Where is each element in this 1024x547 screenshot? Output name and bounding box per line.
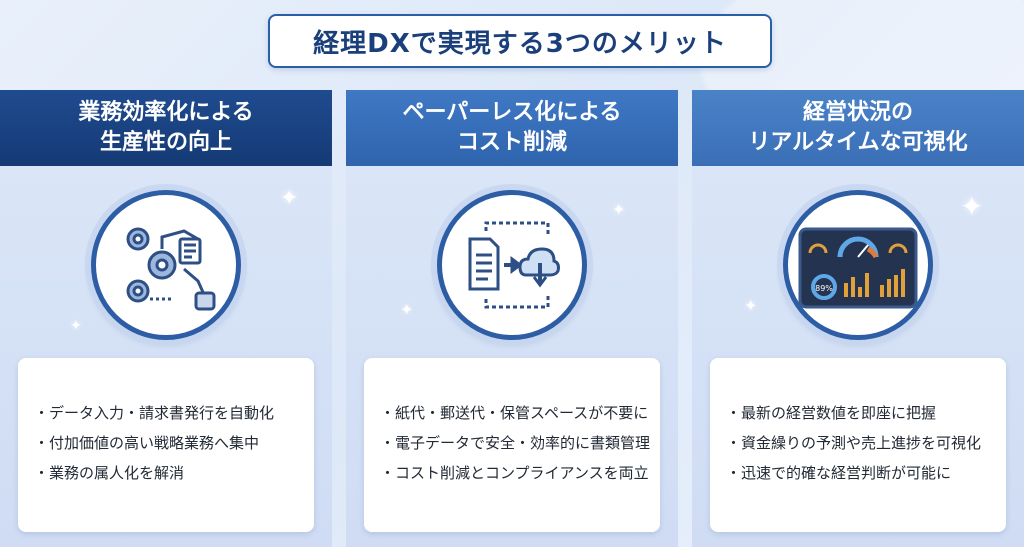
gears-robot-arm-icon xyxy=(126,227,216,311)
heading-line2: コスト削減 xyxy=(456,130,567,155)
sparkle-icon: ✦ xyxy=(970,490,996,525)
column-heading: ペーパーレス化による コスト削減 xyxy=(346,90,678,166)
heading-line1: ペーパーレス化による xyxy=(402,100,622,125)
document-to-cloud-icon xyxy=(468,221,560,309)
bullet-item: ・業務の属人化を解消 xyxy=(34,464,185,482)
icon-circle: 89% xyxy=(783,190,933,340)
benefit-card: ・最新の経営数値を即座に把握 ・資金繰りの予測や売上進捗を可視化 ・迅速で的確な… xyxy=(710,358,1006,532)
dashboard-icon: 89% xyxy=(798,227,918,309)
bullet-item: ・紙代・郵送代・保管スペースが不要に xyxy=(380,404,649,422)
column-heading: 業務効率化による 生産性の向上 xyxy=(0,90,332,166)
sparkle-icon: ✦ xyxy=(960,190,984,223)
bullet-item: ・迅速で的確な経営判断が可能に xyxy=(726,464,952,482)
heading-line1: 業務効率化による xyxy=(78,100,254,125)
sparkle-icon: ✦ xyxy=(280,186,299,211)
bullet-item: ・付加価値の高い戦略業務へ集中 xyxy=(34,434,260,452)
heading-line1: 経営状況の xyxy=(802,100,913,125)
column-visualization: 経営状況の リアルタイムな可視化 89% ・最新の経営数値を即座に把握 ・資金繰… xyxy=(692,90,1024,547)
bullet-item: ・コスト削減とコンプライアンスを両立 xyxy=(380,464,649,482)
column-efficiency: 業務効率化による 生産性の向上 ・データ入力・請求書発行を自動化 ・付加価値の高… xyxy=(0,90,332,547)
sparkle-icon: ✦ xyxy=(70,318,82,334)
column-cost-reduction: ペーパーレス化による コスト削減 ・紙代・郵送代・保管スペースが不要に ・電子デ… xyxy=(346,90,678,547)
bullet-item: ・電子データで安全・効率的に書類管理 xyxy=(380,434,651,452)
dashboard-percent: 89% xyxy=(815,284,833,293)
heading-line2: 生産性の向上 xyxy=(99,130,232,155)
icon-circle xyxy=(437,190,587,340)
sparkle-icon: ✦ xyxy=(400,300,414,319)
page-title: 経理DXで実現する3つのメリット xyxy=(313,28,727,59)
bullet-item: ・最新の経営数値を即座に把握 xyxy=(726,404,937,422)
sparkle-icon: ✦ xyxy=(612,200,626,219)
icon-circle xyxy=(91,190,241,340)
benefit-card: ・紙代・郵送代・保管スペースが不要に ・電子データで安全・効率的に書類管理 ・コ… xyxy=(364,358,660,532)
title-box: 経理DXで実現する3つのメリット xyxy=(268,14,772,68)
heading-line2: リアルタイムな可視化 xyxy=(748,130,968,155)
benefit-card: ・データ入力・請求書発行を自動化 ・付加価値の高い戦略業務へ集中 ・業務の属人化… xyxy=(18,358,314,532)
bullet-item: ・データ入力・請求書発行を自動化 xyxy=(34,404,275,422)
sparkle-icon: ✦ xyxy=(744,296,758,315)
bullet-item: ・資金繰りの予測や売上進捗を可視化 xyxy=(726,434,982,452)
column-heading: 経営状況の リアルタイムな可視化 xyxy=(692,90,1024,166)
